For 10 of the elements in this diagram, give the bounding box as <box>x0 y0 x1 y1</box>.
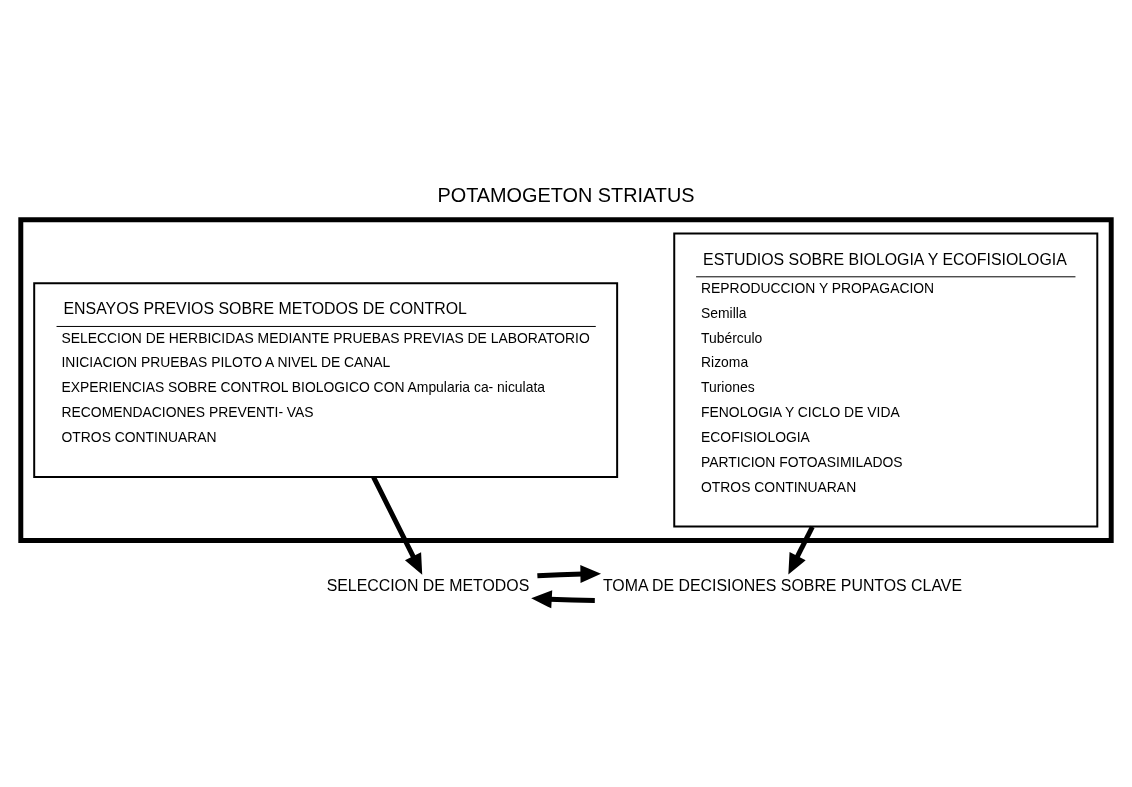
arrow <box>788 525 815 575</box>
node-text: SELECCION DE METODOS <box>326 576 530 594</box>
arrow <box>531 590 595 609</box>
cluster <box>18 217 1114 543</box>
arrow <box>537 565 602 583</box>
node-box: ESTUDIOS SOBRE BIOLOGIA Y ECOFISIOLOGIA REPRODUCCION Y PROPAGACION Semilla Tubérculo Rizoma Turiones FENOLOGIA Y CICLO DE VIDA ECOFISIOLOGIA PARTICION FOTOASIMILADOS OTROS CONTINUARAN <box>673 232 1099 528</box>
arrow <box>371 475 423 575</box>
node-box: ENSAYOS PREVIOS SOBRE METODOS DE CONTROL SELECCION DE HERBICIDAS MEDIANTE PRUEBAS PREVIAS DE LABORATORIO INICIACION PRUEBAS PILOTO A NIVEL DE CANAL EXPERIENCIAS SOBRE CONTROL BIOLOGICO CON Ampularia ca- niculata RECOMENDACIONES PREVENTI- VAS OTROS CONTINUARAN <box>33 282 619 478</box>
node-text: TOMA DE DECISIONES SOBRE PUNTOS CLAVE <box>602 576 963 594</box>
diagram-title: POTAMOGETON STRIATUS <box>437 183 695 206</box>
